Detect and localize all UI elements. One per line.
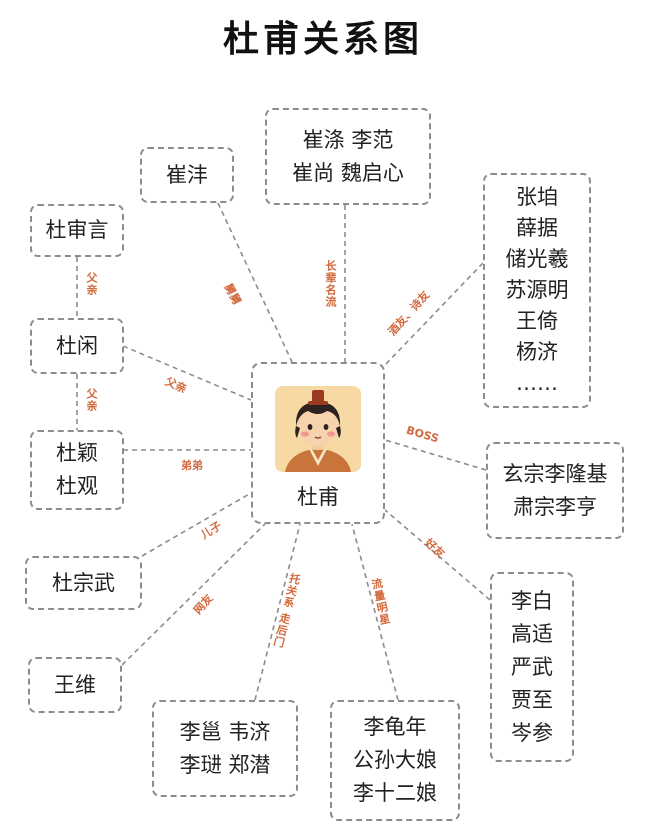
node-name: 李龟年 [363, 715, 427, 739]
line-cuitao [217, 202, 293, 363]
node-name: 杜闲 [56, 333, 98, 358]
center-node: 杜甫 [251, 362, 385, 524]
node-name: 薛据 [516, 216, 558, 240]
line-patrons [254, 523, 301, 701]
node-name: 杜颖 [56, 441, 98, 465]
node-wangwei: 王维 [28, 657, 122, 713]
node-name: 岑参 [511, 720, 553, 745]
node-name: 崔尚 魏启心 [292, 160, 404, 185]
node-name: 李白 [511, 588, 553, 613]
node-name: 王维 [54, 672, 96, 697]
line-entertainers [351, 523, 399, 701]
relation-father-3: 父亲 [85, 388, 98, 412]
node-name: 杜观 [56, 474, 98, 498]
node-name: 高适 [511, 621, 553, 646]
line-xian-center [122, 345, 252, 401]
node-name: 严武 [511, 654, 553, 679]
node-name: 李十二娘 [353, 781, 437, 805]
node-name: 李邕 韦济 [179, 719, 271, 744]
node-name: 崔沣 [166, 162, 208, 187]
node-name: 苏源明 [505, 278, 569, 302]
node-brothers: 杜颖 杜观 [30, 430, 124, 510]
diagram-title: 杜甫关系图 [222, 19, 423, 60]
relation-elders: 长辈名流 [324, 260, 337, 308]
node-emperors: 玄宗李隆基 肃宗李亨 [486, 442, 624, 539]
node-name: …… [516, 371, 558, 395]
node-shenyan: 杜审言 [30, 204, 124, 257]
node-name: 李琎 郑潜 [179, 752, 271, 777]
node-name: 玄宗李隆基 [502, 461, 608, 486]
line-drinkers [384, 262, 484, 366]
center-node-name: 杜甫 [297, 485, 339, 509]
node-name: 储光羲 [505, 247, 569, 271]
node-name: 崔涤 李范 [302, 127, 394, 152]
node-zongwu: 杜宗武 [25, 556, 142, 610]
node-name: 王倚 [516, 309, 558, 333]
line-wangwei [121, 523, 266, 666]
node-elders: 崔涤 李范 崔尚 魏启心 [265, 108, 431, 205]
node-xian: 杜闲 [30, 318, 124, 374]
node-cuitao: 崔沣 [140, 147, 234, 203]
node-name: 公孙大娘 [353, 748, 437, 772]
node-name: 杜审言 [45, 218, 109, 242]
node-name: 肃宗李亨 [513, 494, 597, 519]
node-friends: 李白 高适 严武 贾至 岑参 [490, 572, 574, 762]
relation-brothers: 弟弟 [181, 459, 203, 472]
node-drinkers: 张垍 薛据 储光羲 苏源明 王倚 杨济 …… [483, 173, 591, 408]
node-patrons: 李邕 韦济 李琎 郑潜 [152, 700, 298, 797]
portrait-drawing [275, 386, 361, 472]
node-name: 贾至 [511, 687, 553, 712]
dufu-portrait-icon [275, 386, 361, 472]
node-name: 杜宗武 [52, 570, 115, 595]
line-zongwu [141, 492, 252, 557]
node-name: 张垍 [516, 185, 558, 209]
node-name: 杨济 [516, 340, 558, 364]
relation-father-1: 父亲 [85, 272, 98, 296]
node-entertainers: 李龟年 公孙大娘 李十二娘 [330, 700, 460, 821]
